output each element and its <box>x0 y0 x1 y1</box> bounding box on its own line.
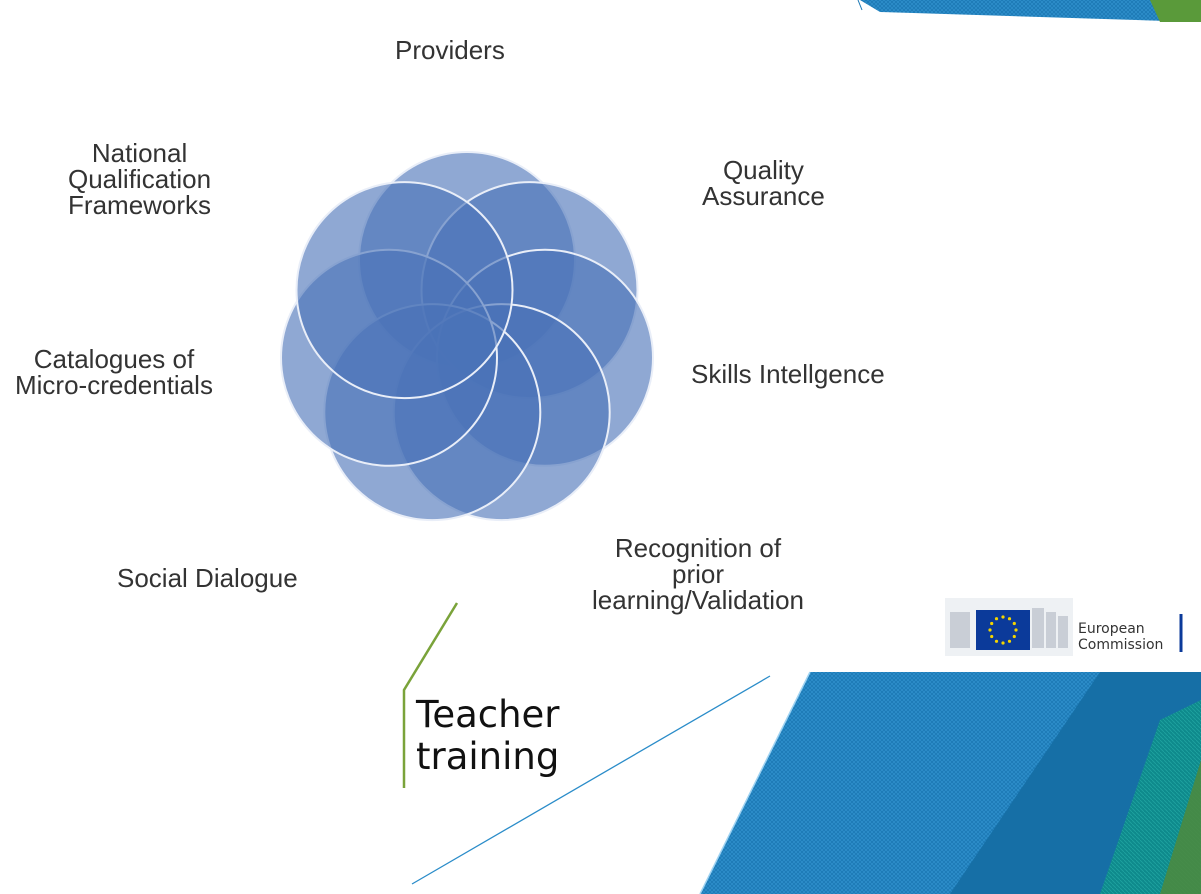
label-nqf: National Qualification Frameworks <box>68 138 212 220</box>
eu-star <box>1007 639 1012 643</box>
eu-star <box>1001 615 1005 619</box>
eu-star <box>1012 634 1016 639</box>
ec-logo-text: European Commission <box>1078 621 1163 653</box>
eu-star <box>990 621 994 626</box>
bottom-right-decoration <box>699 671 1201 894</box>
eu-star <box>1007 617 1012 621</box>
decorative-line <box>411 675 771 885</box>
eu-star <box>1001 641 1005 645</box>
petal-diagram <box>280 151 654 522</box>
ec-logo <box>945 598 1183 656</box>
label-social-dialogue: Social Dialogue <box>117 563 298 593</box>
ec-line-1: European <box>1078 621 1145 637</box>
label-skills-intelligence: Skills Intellgence <box>691 359 885 389</box>
label-providers: Providers <box>395 35 505 65</box>
eu-star <box>990 634 994 639</box>
callout-line-1: Teacher <box>416 693 560 736</box>
top-right-decoration <box>857 0 1201 22</box>
ec-line-2: Commission <box>1078 637 1164 653</box>
eu-star <box>1012 621 1016 626</box>
label-quality-assurance: Quality Assurance <box>702 155 825 211</box>
petal-7 <box>295 181 514 400</box>
callout-line-2: training <box>416 735 560 778</box>
eu-star <box>994 639 999 643</box>
eu-star <box>988 628 992 632</box>
eu-star <box>994 617 999 621</box>
callout-accent <box>402 602 459 788</box>
label-recognition: Recognition of prior learning/Validation <box>592 533 804 615</box>
eu-star <box>1014 628 1018 632</box>
eu-stars <box>988 615 1018 645</box>
label-catalogues: Catalogues of Micro-credentials <box>15 344 213 400</box>
teacher-training-callout: Teacher training <box>416 694 560 778</box>
